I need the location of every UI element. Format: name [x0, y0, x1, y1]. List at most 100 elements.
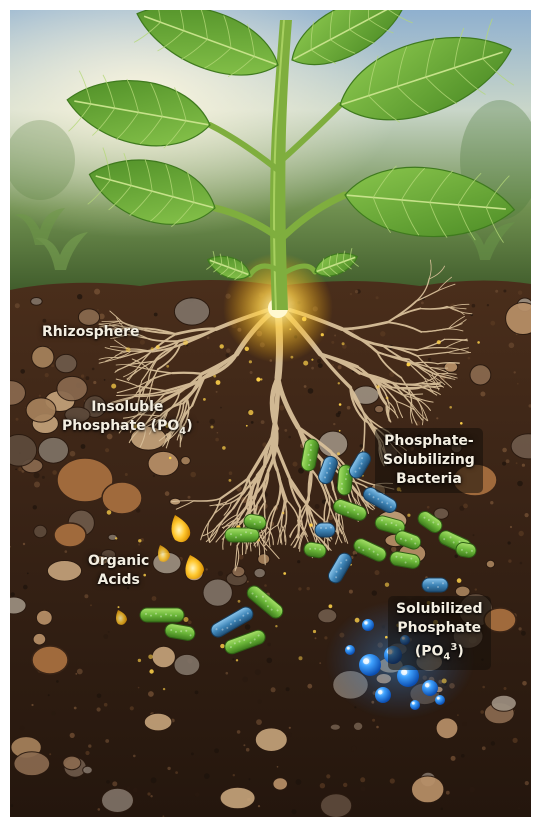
sparkle — [156, 345, 160, 349]
phosphate-ion — [375, 687, 391, 703]
phosphate-ion — [362, 619, 374, 631]
sparkle — [437, 340, 441, 344]
sparkle — [118, 606, 120, 608]
soil-pebble — [144, 713, 172, 731]
bacteria-line-2: Solubilizing — [383, 451, 475, 470]
sparkle — [407, 514, 410, 517]
soil-pebble — [32, 346, 54, 368]
sparkle — [249, 360, 252, 363]
phosphate-ion — [359, 654, 381, 676]
sparkle — [385, 583, 389, 587]
green-bacterium — [140, 608, 184, 622]
phosphate-po-text: Phosphate (PO — [62, 418, 179, 434]
root-branch — [299, 507, 300, 531]
sparkle — [329, 604, 333, 608]
sparkle — [246, 425, 248, 427]
soil-pebble — [26, 398, 56, 422]
soil-pebble — [174, 654, 200, 675]
phosphate-ion — [422, 680, 438, 696]
bacteria-line-1: Phosphate- — [383, 432, 475, 451]
sparkle — [338, 382, 340, 384]
sparkle — [213, 375, 216, 378]
sparkle — [149, 669, 153, 673]
soil-pebble — [63, 756, 81, 770]
acids-text: Acids — [88, 571, 149, 590]
sparkle — [289, 328, 291, 330]
blue-bacterium — [422, 578, 448, 592]
soil-rock — [54, 523, 86, 547]
sparkle — [386, 397, 389, 400]
sparkle — [376, 385, 379, 388]
sparkle — [299, 656, 303, 660]
soil-pebble — [38, 437, 68, 463]
phosphate-text: Phosphate — [396, 619, 483, 638]
sparkle — [163, 688, 165, 690]
soil-pebble — [181, 457, 191, 465]
sparkle — [115, 537, 117, 539]
sparkle — [148, 655, 153, 660]
illustration-frame: Rhizosphere Insoluble Phosphate (PO4) Ph… — [10, 10, 531, 817]
soil-pebble — [254, 568, 265, 578]
sparkle — [339, 430, 341, 432]
sparkle — [311, 359, 313, 361]
sparkle — [449, 406, 452, 409]
sparkle — [342, 342, 345, 345]
soil-pebble — [486, 560, 494, 568]
sparkle — [166, 365, 169, 368]
green-bacterium — [225, 528, 259, 542]
root-branch — [173, 373, 203, 374]
solubilized-text: Solubilized — [396, 600, 483, 619]
soil-pebble — [436, 718, 458, 739]
po4-sub: 4 — [443, 651, 450, 662]
sparkle — [248, 410, 253, 415]
po-open-text: (PO — [415, 644, 444, 660]
soil-pebble — [232, 566, 245, 576]
sparkle — [275, 625, 277, 627]
soil-pebble — [148, 451, 179, 475]
soil-pebble — [31, 298, 43, 306]
sparkle — [337, 452, 340, 455]
sparkle — [138, 539, 141, 542]
soil-pebble — [220, 787, 255, 809]
soil-pebble — [470, 365, 491, 385]
sparkle — [216, 380, 221, 385]
bacteria-line-3: Bacteria — [383, 470, 475, 489]
blue-bacterium — [315, 523, 335, 537]
sparkle — [477, 341, 480, 344]
soil-pebble — [102, 788, 134, 812]
sparkle — [256, 377, 260, 381]
organic-text: Organic — [88, 552, 149, 571]
label-solubilized-phosphate: Solubilized Phosphate (PO43) — [388, 596, 491, 670]
sparkle — [211, 426, 214, 429]
soil-pebble — [255, 728, 287, 752]
soil-pebble — [14, 752, 50, 776]
phosphate-ion — [345, 645, 355, 655]
sparkle — [309, 523, 312, 526]
sparkle — [220, 344, 224, 348]
sparkle — [138, 659, 141, 662]
sparkle — [229, 479, 232, 482]
sparkle — [355, 618, 360, 623]
sparkle — [203, 398, 206, 401]
sparkle — [339, 403, 342, 406]
sparkle — [222, 446, 226, 450]
label-phosphate-solubilizing-bacteria: Phosphate- Solubilizing Bacteria — [375, 428, 483, 493]
soil-pebble — [273, 778, 288, 790]
soil-pebble — [412, 776, 444, 803]
label-organic-acids: Organic Acids — [88, 552, 149, 590]
sparkle — [291, 356, 294, 359]
po4-close-paren: ) — [186, 418, 192, 434]
soil-pebble — [34, 525, 47, 537]
soil-pebble — [318, 609, 337, 623]
sparkle — [169, 457, 172, 460]
sparkle — [260, 378, 262, 380]
sparkle — [321, 333, 324, 336]
soil-pebble — [174, 298, 209, 325]
soil-pebble — [330, 724, 340, 730]
sparkle — [302, 317, 307, 322]
sparkle — [457, 578, 462, 583]
soil-pebble — [55, 354, 77, 372]
phosphate-ion — [435, 695, 445, 705]
label-insoluble-phosphate: Insoluble Phosphate (PO4) — [62, 398, 193, 441]
sparkle — [442, 679, 447, 684]
